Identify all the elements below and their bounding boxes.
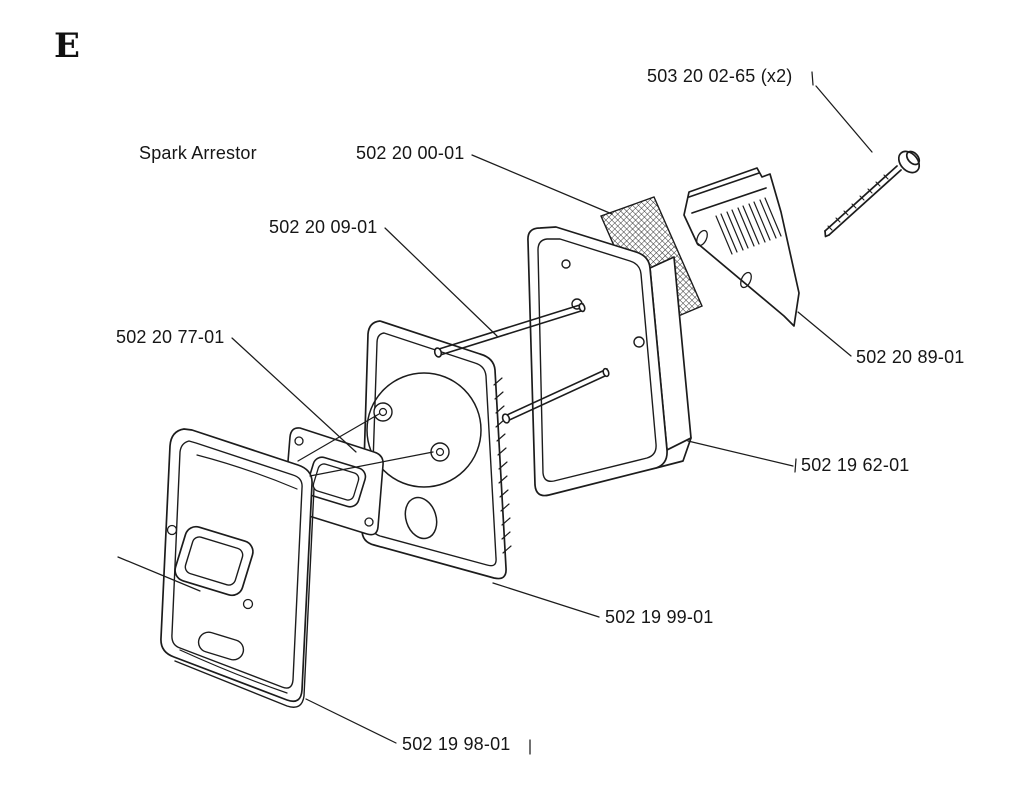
- plate-edge-hatch: [493, 377, 512, 554]
- leader-cover-plate: [797, 311, 852, 357]
- part-number-muffler-inner-half: 502 19 62-01: [801, 455, 910, 475]
- alignment-line-2: [297, 413, 380, 462]
- cover-louver-ribs: [715, 197, 782, 255]
- leader-exhaust-port: [117, 556, 201, 592]
- stud-drawing: [433, 302, 610, 424]
- muffler-inner-half-drawing: [527, 226, 692, 497]
- alignment-line-1: [309, 451, 434, 477]
- screw-thread-hatch: [827, 174, 889, 231]
- figure-letter: E: [54, 26, 80, 66]
- leader-tick-inner-half: [794, 458, 797, 473]
- leader-outer-half: [305, 698, 397, 744]
- leader-tick-screw: [811, 71, 814, 86]
- part-number-muffler-outer-half: 502 19 98-01: [402, 734, 511, 754]
- part-number-screen: 502 20 00-01: [356, 143, 465, 163]
- part-number-screw: 503 20 02-65 (x2): [647, 66, 793, 86]
- part-number-cover-plate: 502 20 89-01: [856, 347, 965, 367]
- leader-screw: [815, 85, 873, 153]
- leader-stud: [384, 227, 498, 337]
- part-number-gasket: 502 20 77-01: [116, 327, 225, 347]
- leader-inner-half: [687, 440, 794, 467]
- screw-drawing: [824, 150, 921, 238]
- part-number-stud: 502 20 09-01: [269, 217, 378, 237]
- muffler-outer-half-drawing: [160, 428, 315, 708]
- leader-baffle-plate: [492, 582, 600, 618]
- leader-screen: [471, 154, 613, 215]
- diagram-title-spark-arrestor: Spark Arrestor: [139, 143, 257, 163]
- baffle-plate-drawing: [361, 320, 512, 580]
- leader-lines: [117, 71, 873, 755]
- leader-gasket: [231, 337, 357, 453]
- part-number-baffle-plate: 502 19 99-01: [605, 607, 714, 627]
- arrestor-cover-drawing: [683, 167, 800, 327]
